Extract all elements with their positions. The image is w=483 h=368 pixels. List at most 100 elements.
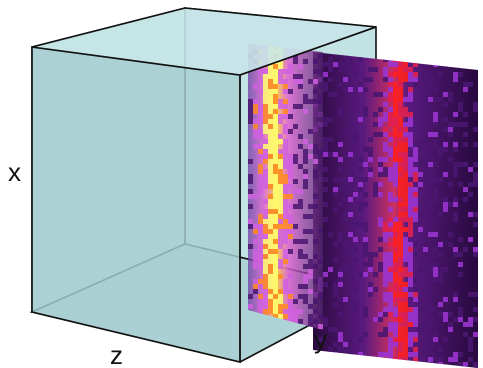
slice-pixel: [473, 142, 478, 147]
slice-pixel: [383, 102, 388, 107]
slice-pixel: [403, 327, 408, 332]
slice-pixel: [268, 284, 273, 289]
slice-pixel: [343, 262, 348, 267]
slice-pixel: [393, 262, 398, 267]
slice-pixel: [398, 352, 403, 357]
slice-pixel: [343, 87, 348, 92]
slice-pixel: [268, 269, 273, 274]
slice-pixel: [398, 317, 403, 322]
slice-pixel: [418, 227, 423, 232]
slice-pixel: [378, 162, 383, 167]
slice-pixel: [398, 132, 403, 137]
slice-pixel: [258, 294, 263, 299]
slice-pixel: [413, 287, 418, 292]
slice-pixel: [393, 157, 398, 162]
slice-pixel: [273, 129, 278, 134]
slice-pixel: [473, 332, 478, 337]
slice-pixel: [258, 169, 263, 174]
slice-pixel: [403, 247, 408, 252]
slice-pixel: [263, 284, 268, 289]
slice-pixel: [248, 104, 253, 109]
slice-pixel: [423, 87, 428, 92]
slice-pixel: [258, 299, 263, 304]
slice-pixel: [268, 299, 273, 304]
slice-pixel: [383, 292, 388, 297]
slice-pixel: [278, 209, 283, 214]
slice-pixel: [433, 332, 438, 337]
slice-pixel: [403, 212, 408, 217]
slice-pixel: [358, 207, 363, 212]
y-axis-label: y: [314, 324, 327, 354]
slice-pixel: [293, 54, 298, 59]
slice-pixel: [478, 322, 483, 327]
slice-pixel: [303, 294, 308, 299]
slice-pixel: [363, 87, 368, 92]
slice-pixel: [393, 257, 398, 262]
slice-pixel: [288, 204, 293, 209]
slice-pixel: [303, 174, 308, 179]
slice-pixel: [323, 137, 328, 142]
slice-pixel: [398, 107, 403, 112]
slice-pixel: [258, 304, 263, 309]
slice-pixel: [308, 99, 313, 104]
slice-pixel: [288, 299, 293, 304]
slice-pixel: [268, 109, 273, 114]
slice-pixel: [388, 117, 393, 122]
slice-pixel: [283, 234, 288, 239]
slice-pixel: [398, 322, 403, 327]
slice-pixel: [423, 347, 428, 352]
slice-pixel: [268, 224, 273, 229]
slice-pixel: [408, 307, 413, 312]
slice-pixel: [418, 162, 423, 167]
slice-pixel: [453, 297, 458, 302]
slice-pixel: [463, 247, 468, 252]
slice-pixel: [468, 347, 473, 352]
slice-pixel: [268, 144, 273, 149]
slice-pixel: [323, 272, 328, 277]
slice-pixel: [358, 177, 363, 182]
slice-pixel: [438, 267, 443, 272]
slice-pixel: [473, 247, 478, 252]
slice-pixel: [463, 362, 468, 367]
slice-pixel: [313, 144, 318, 149]
slice-pixel: [443, 202, 448, 207]
slice-pixel: [268, 84, 273, 89]
slice-pixel: [363, 177, 368, 182]
slice-pixel: [313, 174, 318, 179]
slice-pixel: [388, 262, 393, 267]
slice-pixel: [393, 142, 398, 147]
slice-pixel: [378, 237, 383, 242]
slice-pixel: [448, 232, 453, 237]
slice-pixel: [273, 74, 278, 79]
slice-pixel: [248, 179, 253, 184]
slice-pixel: [418, 257, 423, 262]
slice-pixel: [283, 239, 288, 244]
slice-pixel: [258, 244, 263, 249]
slice-pixel: [353, 287, 358, 292]
slice-pixel: [263, 114, 268, 119]
slice-pixel: [388, 137, 393, 142]
slice-pixel: [323, 202, 328, 207]
slice-pixel: [398, 332, 403, 337]
slice-pixel: [458, 162, 463, 167]
slice-pixel: [268, 194, 273, 199]
slice-pixel: [423, 322, 428, 327]
slice-pixel: [388, 122, 393, 127]
slice-pixel: [273, 219, 278, 224]
slice-pixel: [348, 182, 353, 187]
slice-pixel: [248, 174, 253, 179]
slice-pixel: [263, 239, 268, 244]
slice-pixel: [403, 257, 408, 262]
slice-pixel: [428, 307, 433, 312]
slice-pixel: [388, 222, 393, 227]
slice-pixel: [278, 119, 283, 124]
slice-pixel: [278, 74, 283, 79]
slice-pixel: [468, 322, 473, 327]
slice-pixel: [363, 77, 368, 82]
slice-pixel: [298, 249, 303, 254]
slice-pixel: [303, 179, 308, 184]
slice-pixel: [318, 164, 323, 169]
slice-pixel: [383, 332, 388, 337]
slice-pixel: [403, 332, 408, 337]
slice-pixel: [358, 57, 363, 62]
